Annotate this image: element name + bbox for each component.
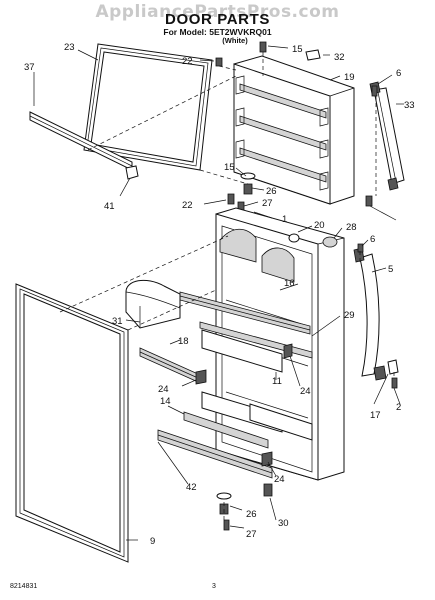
callout-27-top: 27 [262,198,273,209]
part-41-end-cap[interactable] [119,165,139,197]
callout-27-bottom: 27 [246,529,257,540]
part-5-fresh-food-handle[interactable] [353,247,387,381]
alignment-lines [59,52,395,520]
callout-2: 2 [396,402,401,413]
callout-11: 11 [272,376,282,387]
callout-15-top: 15 [292,44,303,55]
callout-26-top: 26 [266,186,277,197]
model-line: For Model: 5ET2WVKRQ01 [163,27,272,37]
part-18-door-bin[interactable] [139,347,199,383]
callout-16: 16 [284,278,295,289]
part-23-freezer-gasket[interactable] [83,43,213,171]
callout-24-bottom: 24 [274,474,285,485]
part-42-bottom-trim[interactable] [157,429,273,479]
callout-24-left: 24 [158,384,169,395]
callout-23: 23 [64,42,75,53]
callout-22-mid: 22 [182,200,193,211]
callout-18: 18 [178,336,189,347]
callout-33: 33 [404,100,415,111]
callout-42: 42 [186,482,197,493]
part-31-dairy-compartment[interactable] [125,279,181,329]
part-32-label[interactable] [305,49,321,61]
callout-19: 19 [344,72,355,83]
callout-41: 41 [104,201,115,212]
callout-30: 30 [278,518,289,529]
part-14-bar[interactable] [183,411,269,449]
part-24-clips[interactable] [195,343,293,497]
watermark: AppliancePartsPros.com [95,2,340,22]
diagram-title: DOOR PARTS [165,11,270,28]
callout-20: 20 [314,220,325,231]
door-shelves[interactable] [201,329,313,441]
fresh-food-hardware[interactable] [216,233,399,531]
callout-31: 31 [112,316,123,327]
part-9-fresh-food-gasket[interactable] [15,283,129,563]
page-number: 3 [212,583,216,590]
document-number: 8214831 [10,583,38,590]
part-19-freezer-liner[interactable] [233,55,355,205]
callout-9: 9 [150,536,155,547]
callout-6-mid: 6 [370,234,375,245]
callout-26-bottom: 26 [246,509,257,520]
callout-15-mid: 15 [224,162,235,173]
callout-6-top: 6 [396,68,401,79]
part-33-freezer-handle[interactable] [369,81,405,191]
callout-22-top: 22 [182,56,193,67]
callout-1: 1 [282,214,287,225]
callout-numbers: 23 37 41 22 15 32 19 6 33 15 26 22 27 1 … [24,42,415,547]
callout-37: 37 [24,62,35,73]
callout-29: 29 [344,310,355,321]
variant-label: (White) [222,36,248,45]
callout-5: 5 [388,264,393,275]
callout-24-right: 24 [300,386,311,397]
callout-28: 28 [346,222,357,233]
leader-lines [33,45,404,541]
callout-32: 32 [334,52,345,63]
callout-17: 17 [370,410,381,421]
callout-14: 14 [160,396,171,407]
